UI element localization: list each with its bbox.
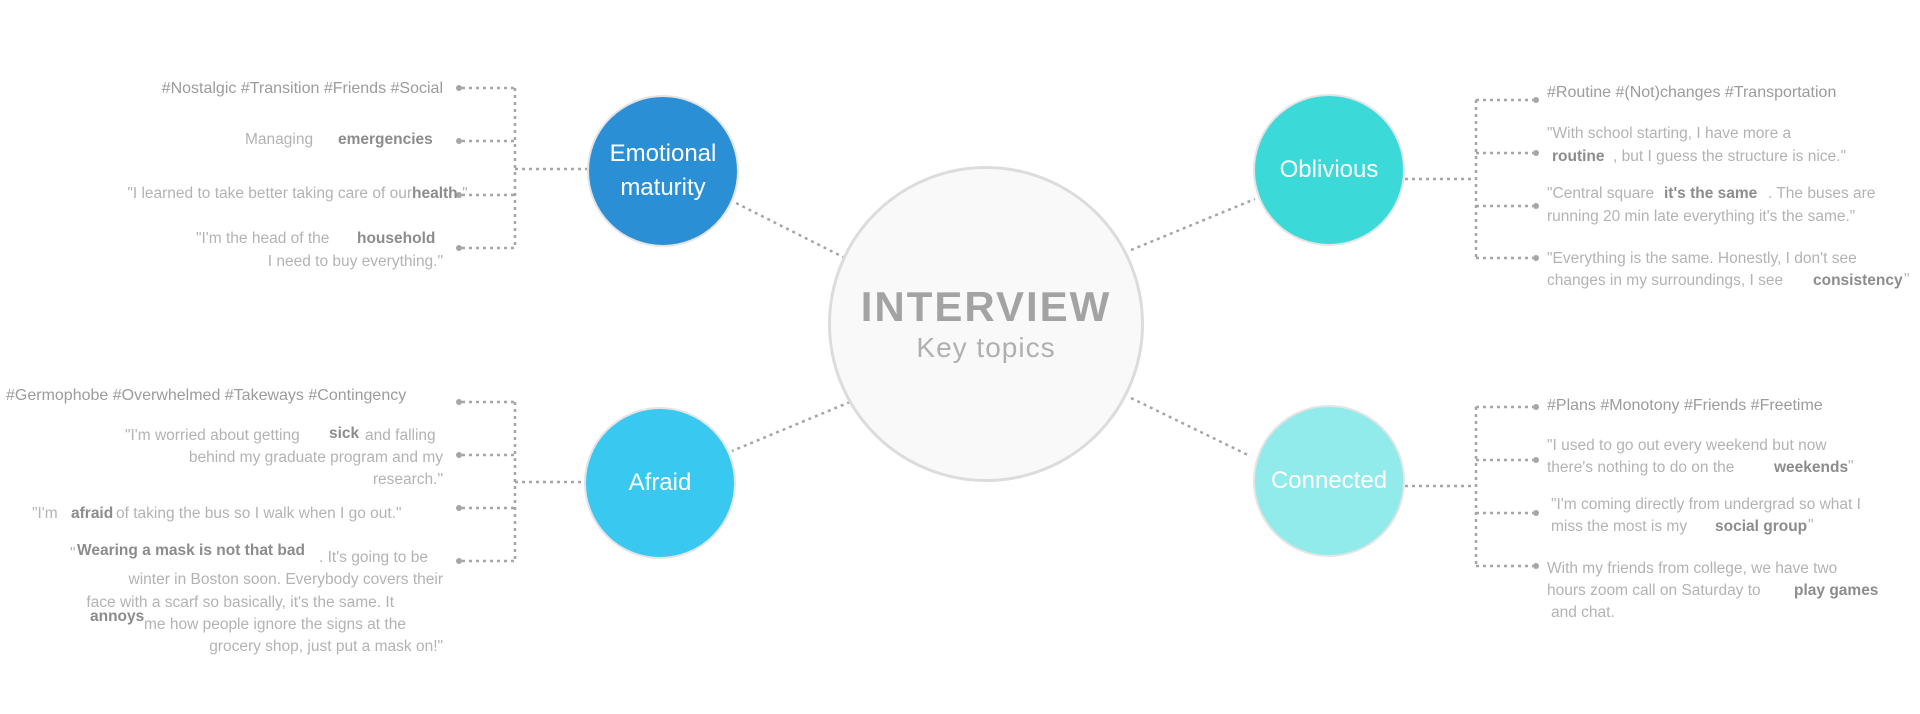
bullet-dot bbox=[456, 245, 462, 251]
afraid-q3-quote: " bbox=[70, 545, 76, 562]
oblivious-q1-post: , but I guess the structure is nice." bbox=[1613, 148, 1846, 165]
bullet-dot bbox=[1533, 97, 1539, 103]
connected-q3-line1: With my friends from college, we have tw… bbox=[1547, 560, 1838, 577]
afraid-q3-keyword: Wearing a mask is not that bad bbox=[77, 542, 305, 559]
afraid-q1-pre: "I'm worried about getting bbox=[125, 427, 300, 444]
node-afraid: Afraid bbox=[584, 407, 736, 559]
connected-q2-line1: "I'm coming directly from undergrad so w… bbox=[1551, 496, 1861, 513]
emotional-tags: #Nostalgic #Transition #Friends #Social bbox=[161, 80, 443, 97]
connector-center-afraid bbox=[731, 400, 851, 453]
bullet-dot bbox=[456, 138, 462, 144]
node-connected: Connected bbox=[1253, 405, 1405, 557]
emotional-q3-pre: "I'm the head of the bbox=[196, 230, 330, 247]
connected-q1-pre: there's nothing to do on the bbox=[1547, 459, 1735, 476]
connected-q3-keyword: play games bbox=[1794, 582, 1879, 599]
connected-q2-post: " bbox=[1808, 517, 1814, 534]
afraid-q1-line2: behind my graduate program and my bbox=[188, 449, 443, 466]
emotional-q1-keyword: emergencies bbox=[338, 131, 433, 148]
bullet-dot bbox=[1533, 457, 1539, 463]
emotional-q3-keyword: household bbox=[357, 230, 436, 247]
bullet-dot bbox=[456, 452, 462, 458]
afraid-q3-line5: grocery shop, just put a mask on!" bbox=[209, 638, 443, 655]
bullet-dot bbox=[456, 399, 462, 405]
connected-tags: #Plans #Monotony #Friends #Freetime bbox=[1547, 397, 1823, 414]
center-node: INTERVIEW Key topics bbox=[828, 166, 1144, 482]
connected-q2-pre: miss the most is my bbox=[1551, 518, 1688, 535]
node-oblivious-label: Oblivious bbox=[1279, 156, 1379, 183]
bullet-dot bbox=[1533, 255, 1539, 261]
node-emotional-label-line1: Emotional bbox=[609, 140, 717, 167]
afraid-q2-post: of taking the bus so I walk when I go ou… bbox=[116, 505, 402, 522]
emotional-q2-keyword: health bbox=[412, 185, 458, 202]
afraid-q2-keyword: afraid bbox=[71, 505, 114, 522]
node-emotional-maturity: Emotional maturity bbox=[587, 95, 739, 247]
afraid-q3-keyword2: annoys bbox=[90, 608, 145, 625]
bullet-dot bbox=[456, 85, 462, 91]
node-emotional-label-line2: maturity bbox=[620, 174, 706, 201]
connector-center-emotional bbox=[731, 199, 846, 260]
connected-q1-line1: "I used to go out every weekend but now bbox=[1547, 437, 1827, 454]
bullet-dot bbox=[1533, 510, 1539, 516]
afraid-q3-post: . It's going to be bbox=[319, 549, 428, 566]
afraid-tags: #Germophobe #Overwhelmed #Takeways #Cont… bbox=[6, 387, 407, 404]
connector-center-connected bbox=[1130, 396, 1251, 458]
connected-q1-keyword: weekends bbox=[1774, 459, 1849, 476]
oblivious-q2-pre: "Central square bbox=[1547, 185, 1655, 202]
bullet-dot bbox=[1533, 150, 1539, 156]
emotional-q3-line2: I need to buy everything." bbox=[267, 253, 443, 270]
bullet-dot bbox=[1533, 563, 1539, 569]
oblivious-q2-line2: running 20 min late everything it's the … bbox=[1547, 208, 1856, 225]
afraid-q1-line3: research." bbox=[372, 471, 443, 488]
emotional-q1-pre: Managing bbox=[245, 131, 314, 148]
connected-q3-pre: hours zoom call on Saturday to bbox=[1547, 582, 1761, 599]
node-oblivious: Oblivious bbox=[1253, 94, 1405, 246]
connector-center-oblivious bbox=[1130, 197, 1256, 252]
bullet-dot bbox=[456, 192, 462, 198]
bullet-dot bbox=[1533, 203, 1539, 209]
afraid-q2-pre: "I'm bbox=[32, 505, 58, 522]
afraid-q1-post: and falling bbox=[365, 427, 436, 444]
oblivious-q1-keyword: routine bbox=[1552, 148, 1605, 165]
oblivious-q2-post: . The buses are bbox=[1768, 185, 1876, 202]
bullet-dot bbox=[1533, 404, 1539, 410]
afraid-q3-line2: winter in Boston soon. Everybody covers … bbox=[128, 571, 443, 588]
oblivious-q3-post: " bbox=[1904, 271, 1910, 288]
connected-q2-keyword: social group bbox=[1715, 518, 1808, 535]
oblivious-q1-line1: "With school starting, I have more a bbox=[1547, 125, 1792, 142]
bullet-dot bbox=[456, 558, 462, 564]
node-afraid-label: Afraid bbox=[628, 469, 692, 496]
bullet-dot bbox=[456, 505, 462, 511]
oblivious-q3-keyword: consistency bbox=[1813, 272, 1903, 289]
afraid-q3-line4: me how people ignore the signs at the bbox=[144, 616, 406, 633]
oblivious-tags: #Routine #(Not)changes #Transportation bbox=[1547, 84, 1837, 101]
oblivious-q2-keyword: it's the same bbox=[1664, 185, 1758, 202]
node-connected-label: Connected bbox=[1270, 467, 1388, 494]
oblivious-q3-line1: "Everything is the same. Honestly, I don… bbox=[1547, 250, 1857, 267]
emotional-q2-pre: "I learned to take better taking care of… bbox=[127, 185, 412, 202]
afraid-q1-keyword: sick bbox=[329, 425, 360, 442]
center-title: INTERVIEW bbox=[860, 283, 1112, 330]
center-subtitle: Key topics bbox=[916, 332, 1056, 363]
connected-q1-post: " bbox=[1848, 458, 1854, 475]
emotional-q2-post: ." bbox=[458, 185, 468, 202]
connected-q3-line3: and chat. bbox=[1551, 604, 1615, 621]
afraid-q3-line3: face with a scarf so basically, it's the… bbox=[86, 594, 394, 611]
oblivious-q3-pre: changes in my surroundings, I see bbox=[1547, 272, 1784, 289]
